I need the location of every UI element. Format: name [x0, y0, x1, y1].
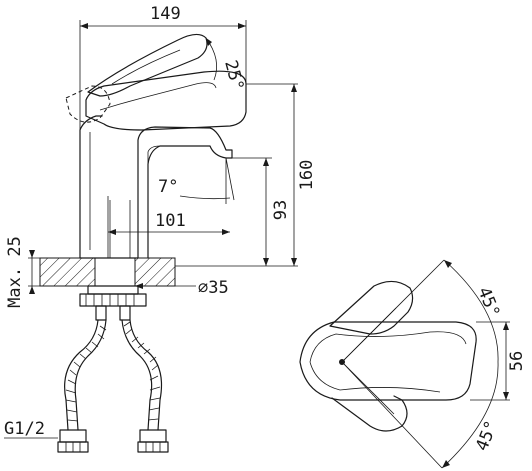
spout-height-label: 93 [271, 200, 291, 220]
angle-top-label: 45° [473, 284, 503, 320]
dimension-height-160: 160 [175, 83, 317, 267]
spout-angle-label: 7° [158, 177, 178, 197]
top-view: 45° 45° 56 [299, 259, 527, 469]
flexible-hoses [57, 319, 169, 453]
dimension-hole-diameter: ⌀35 [95, 278, 229, 298]
dimension-width-149: 149 [79, 4, 247, 130]
faucet-body [65, 33, 247, 259]
total-height-label: 160 [297, 160, 317, 191]
reach-label: 101 [155, 211, 186, 231]
thread-callout: G1/2 [4, 419, 58, 439]
hole-diameter-label: ⌀35 [198, 278, 229, 298]
lever-rotated-up [329, 280, 414, 335]
side-view: 149 25° 160 93 7° [4, 4, 317, 453]
width-label: 149 [150, 4, 181, 24]
dimension-lever-width-56: 56 [503, 322, 527, 400]
dimension-angle-25: 25° [205, 37, 247, 93]
max-thickness-label: Max. 25 [5, 236, 25, 308]
lever-top-outline [299, 321, 477, 401]
lever-width-label: 56 [507, 351, 527, 371]
counter-section [39, 257, 176, 321]
dimension-height-93: 93 [232, 157, 291, 266]
lever-angle-label: 25° [220, 58, 247, 93]
dimension-max-thickness: Max. 25 [5, 236, 40, 308]
lever-rotated-down [331, 395, 408, 432]
dimension-reach-101: 101 [107, 196, 230, 258]
angle-bottom-label: 45° [472, 418, 502, 454]
thread-label: G1/2 [4, 419, 45, 439]
dimension-angle-7: 7° [158, 157, 235, 204]
